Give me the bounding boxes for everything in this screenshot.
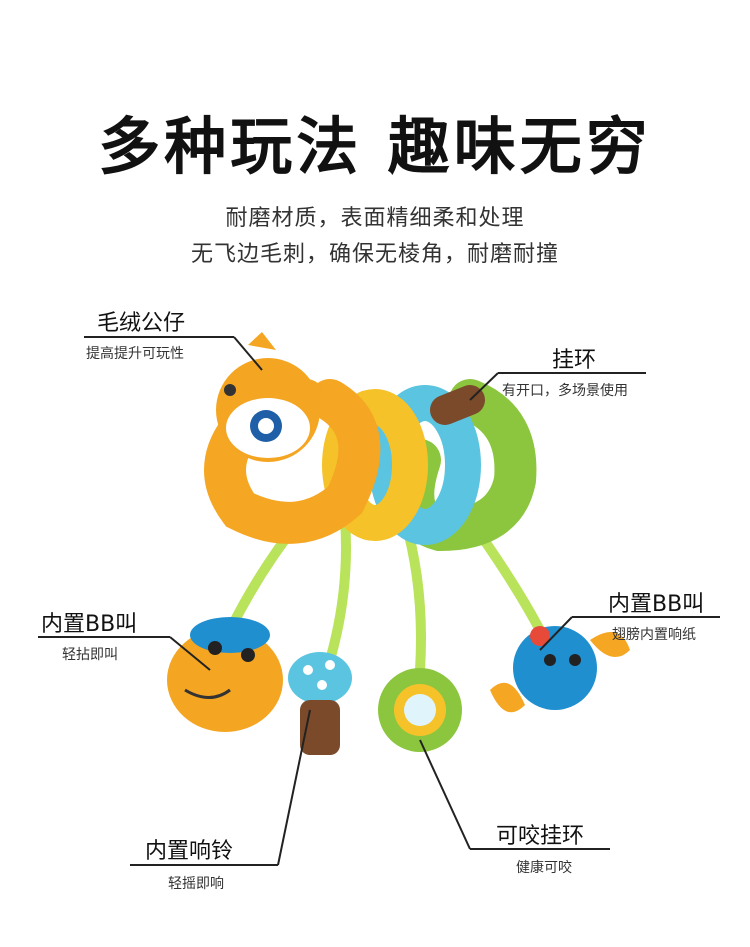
teether-flower-icon bbox=[378, 668, 462, 752]
bird-toy-icon bbox=[490, 626, 630, 713]
page-title: 多种玩法 趣味无穷 bbox=[98, 110, 652, 183]
subtitle-line-1: 耐磨材质，表面精细柔和处理 bbox=[225, 206, 525, 231]
callout-bb-left-label: 内置BB叫 bbox=[41, 612, 138, 637]
mushroom-bell-icon bbox=[288, 652, 352, 755]
deer-plush-icon bbox=[216, 332, 322, 462]
spiral-body bbox=[204, 379, 537, 552]
callout-bell-line bbox=[130, 864, 278, 866]
callout-bb-right-desc: 翅膀内置响纸 bbox=[612, 627, 696, 643]
callout-teether-desc: 健康可咬 bbox=[516, 860, 572, 876]
subtitle-line-2: 无飞边毛刺，确保无棱角，耐磨耐撞 bbox=[190, 242, 559, 267]
callout-hanger-desc: 有开口，多场景使用 bbox=[502, 383, 628, 399]
callout-bell-desc: 轻摇即响 bbox=[168, 876, 224, 892]
callout-bb-left-desc: 轻拈即叫 bbox=[62, 647, 118, 663]
cow-toy-icon bbox=[167, 617, 283, 732]
callout-plush-desc: 提高提升可玩性 bbox=[86, 346, 184, 362]
callout-hanger-line bbox=[498, 372, 646, 374]
callout-teether-line bbox=[470, 848, 610, 850]
callout-bell-label: 内置响铃 bbox=[145, 839, 234, 864]
callout-bb-left-line bbox=[38, 636, 170, 638]
callout-bb-right-label: 内置BB叫 bbox=[608, 592, 705, 617]
callout-plush-line bbox=[84, 336, 234, 338]
callout-plush-label: 毛绒公仔 bbox=[97, 311, 186, 336]
callout-teether-label: 可咬挂环 bbox=[496, 824, 585, 849]
callout-bb-right-line bbox=[572, 616, 720, 618]
callout-hanger-label: 挂环 bbox=[552, 348, 597, 373]
